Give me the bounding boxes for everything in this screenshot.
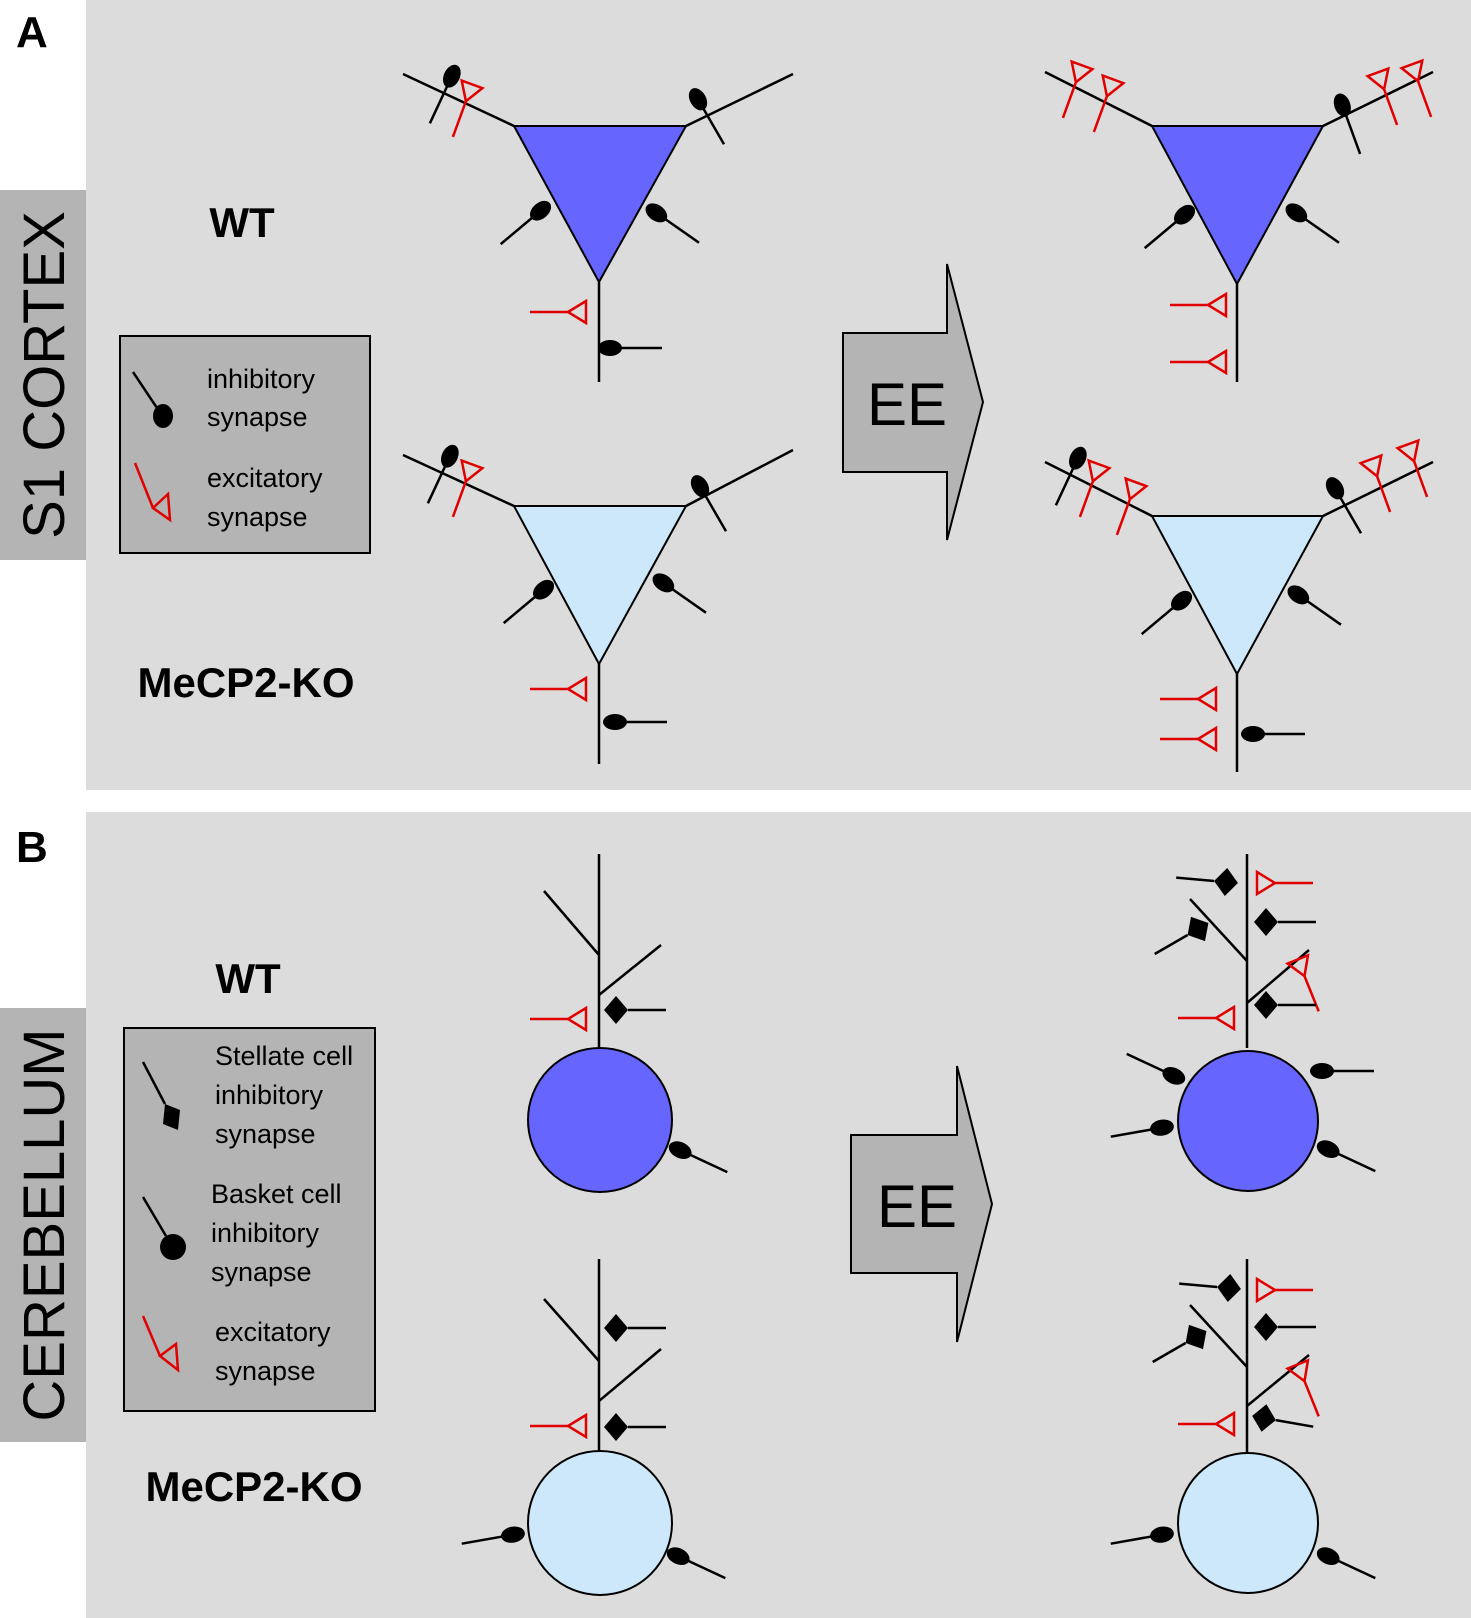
pyramidal-neuron-ko-before bbox=[402, 440, 794, 764]
soma-wt-ee bbox=[1177, 1050, 1319, 1192]
cell-body-ko-ee bbox=[1150, 515, 1325, 677]
ee-label-b: EE bbox=[877, 1173, 957, 1240]
soma-wt bbox=[527, 1047, 673, 1193]
ko-label-a: MeCP2-KO bbox=[137, 659, 354, 706]
ko-label-b: MeCP2-KO bbox=[145, 1463, 362, 1510]
pyramidal-neuron-wt-before bbox=[402, 60, 794, 382]
section-label-cerebellum: CEREBELLUM bbox=[12, 1028, 77, 1421]
ee-arrow-a: EE bbox=[842, 263, 985, 541]
legend-b-basket-line3: synapse bbox=[211, 1257, 312, 1287]
section-label-s1-cortex: S1 CORTEX bbox=[12, 211, 77, 539]
pyramidal-neuron-wt-after bbox=[1044, 59, 1443, 382]
legend-b-stellate-line2: inhibitory bbox=[215, 1080, 324, 1110]
legend-a-excitatory-line2: synapse bbox=[207, 502, 308, 532]
ee-arrow-b: EE bbox=[850, 1065, 994, 1343]
pyramidal-neuron-ko-after bbox=[1044, 439, 1439, 772]
legend-a-box bbox=[119, 335, 371, 554]
legend-a-excitatory-line1: excitatory bbox=[207, 463, 323, 493]
purkinje-cell-ko-after bbox=[1108, 1259, 1380, 1594]
purkinje-cell-wt-after bbox=[1108, 854, 1380, 1192]
wt-label-a: WT bbox=[209, 199, 275, 246]
legend-b-excitatory-icon bbox=[141, 1315, 180, 1373]
cell-body-wt bbox=[512, 125, 688, 285]
legend-a-inhibitory-icon bbox=[131, 371, 173, 428]
panel-a-letter: A bbox=[16, 8, 48, 57]
ee-label-a: EE bbox=[867, 371, 947, 438]
cell-body-ko bbox=[512, 505, 688, 667]
legend-b-stellate-line3: synapse bbox=[215, 1119, 316, 1149]
soma-ko-ee bbox=[1177, 1452, 1319, 1594]
wt-label-b: WT bbox=[215, 955, 281, 1002]
section-tab-cerebellum bbox=[0, 1008, 86, 1442]
legend-a-excitatory-icon bbox=[133, 462, 172, 523]
purkinje-cell-wt-before bbox=[527, 854, 732, 1193]
cell-body-wt-ee bbox=[1150, 125, 1325, 287]
legend-a-inhibitory-line2: synapse bbox=[207, 402, 308, 432]
legend-b: Stellate cell inhibitory synapse Basket … bbox=[123, 1027, 376, 1412]
legend-b-stellate-icon bbox=[141, 1061, 180, 1130]
soma-ko bbox=[527, 1450, 673, 1596]
legend-a: inhibitory synapse excitatory synapse bbox=[119, 335, 371, 554]
legend-b-stellate-line1: Stellate cell bbox=[215, 1041, 353, 1071]
purkinje-cell-ko-before bbox=[459, 1259, 730, 1596]
legend-b-basket-line2: inhibitory bbox=[211, 1218, 320, 1248]
legend-b-basket-icon bbox=[141, 1196, 186, 1260]
legend-b-basket-line1: Basket cell bbox=[211, 1179, 342, 1209]
panel-b-letter: B bbox=[16, 823, 48, 872]
legend-a-inhibitory-line1: inhibitory bbox=[207, 364, 316, 394]
legend-b-excitatory-line2: synapse bbox=[215, 1356, 316, 1386]
section-tab-s1-cortex bbox=[0, 190, 86, 560]
legend-b-box bbox=[123, 1027, 376, 1412]
legend-b-excitatory-line1: excitatory bbox=[215, 1317, 331, 1347]
